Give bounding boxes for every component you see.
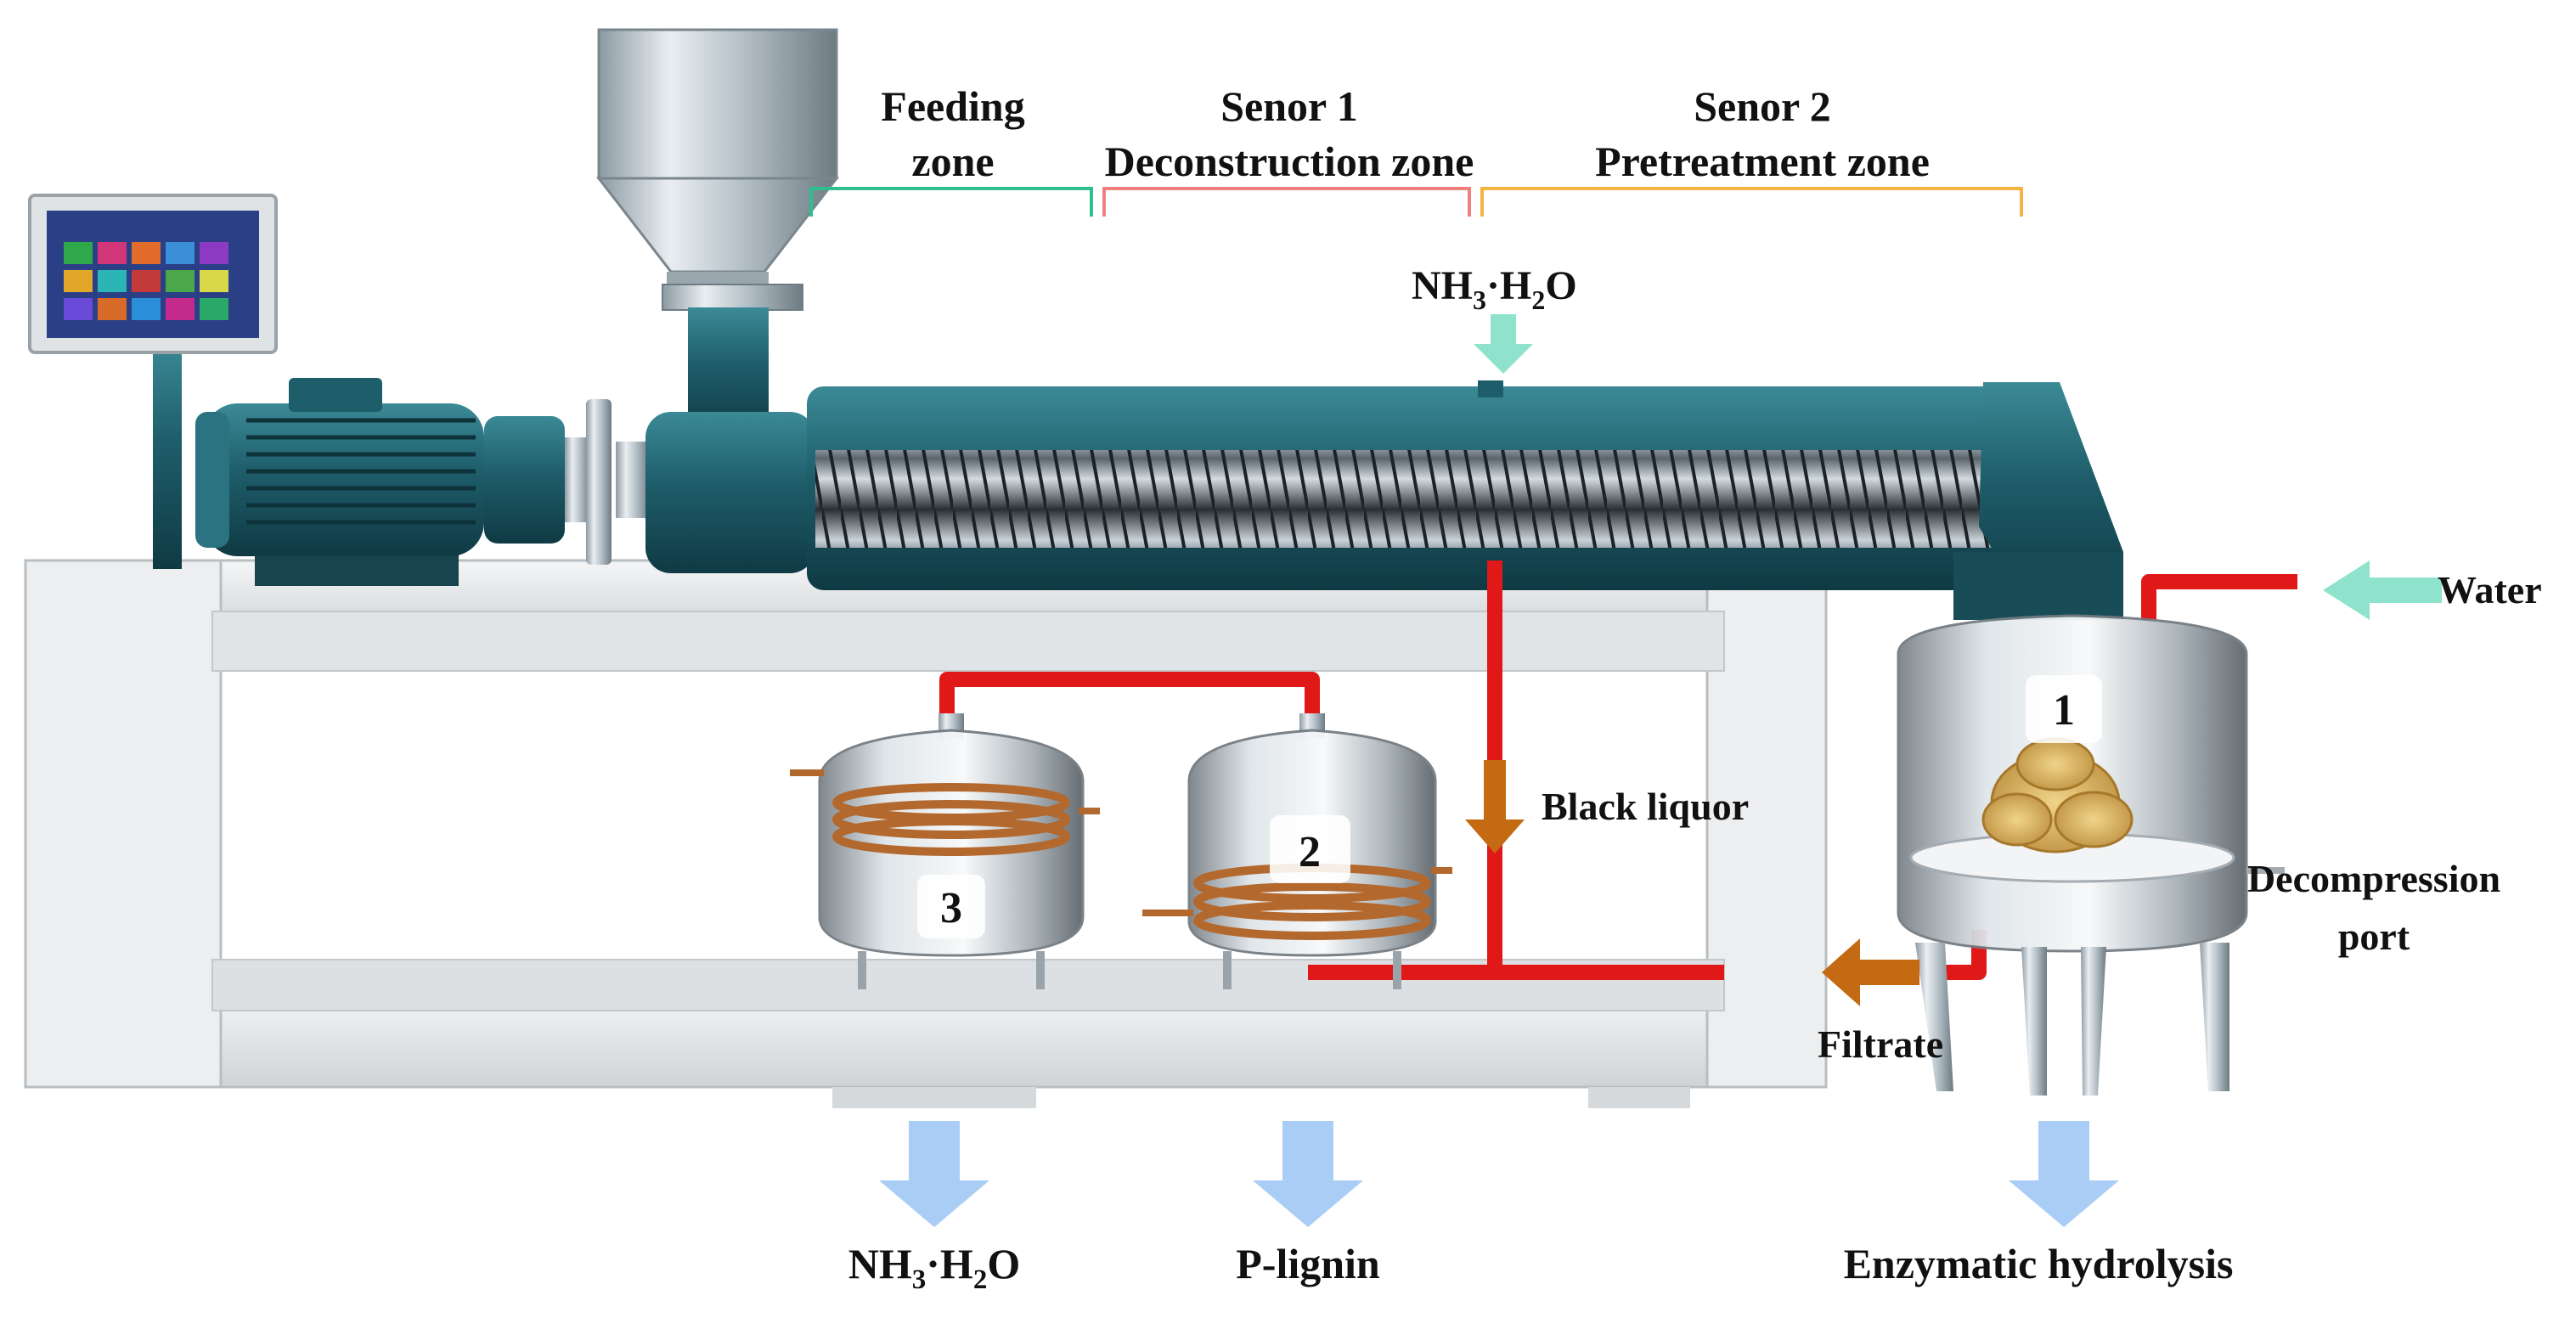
senor1-zone-bracket bbox=[1102, 187, 1471, 217]
drive-motor bbox=[195, 378, 650, 586]
decompression-label-line2: port bbox=[2338, 915, 2410, 958]
feed-hopper bbox=[595, 28, 840, 435]
decompression-label-line1: Decompression bbox=[2247, 857, 2500, 900]
feeding-zone-bracket bbox=[809, 187, 1093, 217]
condensing-vessel-2: 2 bbox=[1142, 713, 1452, 989]
ammonia-output-label: NH3·H2O bbox=[848, 1240, 1020, 1295]
water-label: Water bbox=[2438, 568, 2542, 611]
pretreatment-reactor-1: 1 bbox=[1897, 614, 2285, 1096]
extruder-barrel bbox=[645, 380, 2123, 620]
ammonia-input-arrow bbox=[1474, 314, 1533, 374]
hydrolysis-output-label: Enzymatic hydrolysis bbox=[1844, 1240, 2234, 1287]
vessel-2-number: 2 bbox=[1299, 828, 1321, 876]
black-liquor-arrow bbox=[1465, 760, 1525, 853]
senor2-zone-label-line1: Senor 2 bbox=[1694, 82, 1831, 130]
support-frame bbox=[24, 559, 1828, 1108]
feeding-zone-label-line1: Feeding bbox=[881, 82, 1024, 130]
senor2-zone-bracket bbox=[1480, 187, 2023, 217]
lignin-output-label: P-lignin bbox=[1236, 1240, 1380, 1287]
control-panel bbox=[28, 194, 278, 569]
ammonia-input-label: NH3·H2O bbox=[1412, 263, 1577, 315]
senor1-zone-label-line1: Senor 1 bbox=[1220, 82, 1358, 130]
vessel-3-number: 3 bbox=[940, 884, 962, 932]
ammonia-output-arrow bbox=[879, 1121, 989, 1227]
lignin-output-arrow bbox=[1253, 1121, 1363, 1227]
water-input-arrow bbox=[2323, 560, 2442, 620]
filtrate-label: Filtrate bbox=[1818, 1022, 1943, 1066]
ammonia-inlet-port bbox=[1478, 380, 1503, 397]
senor2-zone-label-line2: Pretreatment zone bbox=[1595, 138, 1930, 185]
hydrolysis-output-arrow bbox=[2009, 1121, 2119, 1227]
black-liquor-label: Black liquor bbox=[1542, 785, 1749, 828]
zone-brackets bbox=[809, 187, 2023, 217]
feeding-zone-label-line2: zone bbox=[911, 138, 994, 185]
biomass-pile bbox=[1981, 737, 2134, 853]
senor1-zone-label-line2: Deconstruction zone bbox=[1105, 138, 1474, 185]
condensing-vessel-3: 3 bbox=[790, 713, 1100, 989]
vessel-1-number: 1 bbox=[2053, 686, 2075, 735]
twin-screw bbox=[815, 450, 2004, 548]
filtrate-arrow bbox=[1822, 938, 1919, 1006]
